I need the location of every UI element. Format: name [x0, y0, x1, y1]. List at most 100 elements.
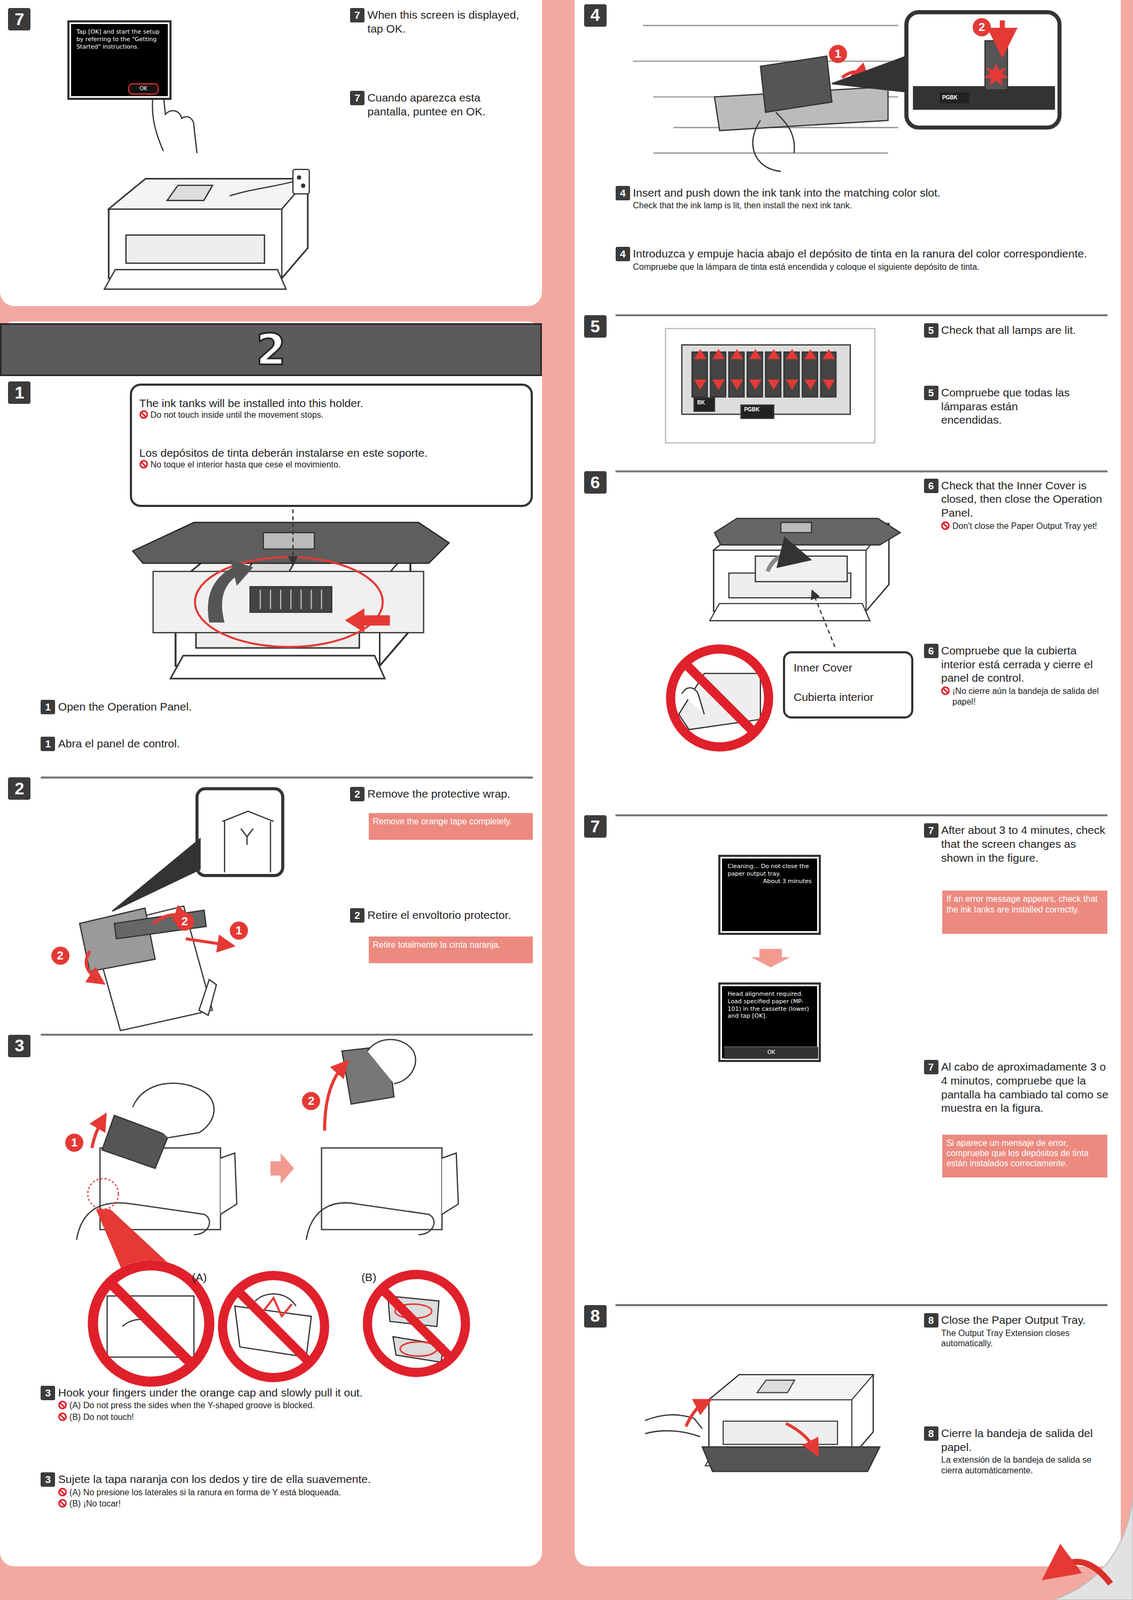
- label-text: 2: [181, 914, 188, 929]
- badge-node: 5: [584, 315, 607, 338]
- label-text: 1: [45, 701, 52, 713]
- node-text: The ink tanks will be installed into thi…: [139, 396, 524, 410]
- label-text: 3: [45, 1387, 52, 1400]
- badge-node: 1: [8, 381, 31, 405]
- label-text: Check that the ink lamp is lit, then ins…: [632, 200, 852, 211]
- prohibition-icon: [58, 1499, 67, 1509]
- step-number: 4: [615, 185, 631, 201]
- illustration-part: [615, 814, 1108, 817]
- label-text: 4: [619, 187, 626, 199]
- prohibition-icon: [941, 521, 950, 531]
- prohibition-icon: [139, 410, 149, 419]
- illustration-part: [324, 1066, 343, 1131]
- page-curl: [1053, 1500, 1133, 1600]
- illustration-part: [615, 314, 1108, 317]
- instruction-text: Open the Operation Panel.: [58, 700, 365, 715]
- callout-node: The ink tanks will be installed into thi…: [129, 383, 533, 508]
- node-text: 7: [590, 817, 601, 837]
- label-text: Abra el panel de control.: [58, 737, 181, 750]
- illustration-part: [983, 63, 1009, 86]
- note-text: (B) Do not touch!: [58, 1412, 529, 1424]
- step-number: 7: [350, 8, 365, 23]
- label-text: Cuando aparezca esta pantalla, puntee en…: [367, 91, 486, 118]
- label-text: 3: [45, 1474, 52, 1486]
- label-text: Close the Paper Output Tray.: [941, 1314, 1086, 1327]
- step-number: 2: [350, 908, 365, 923]
- node-text: 5: [590, 316, 601, 337]
- node-text: Remove the orange tape completely.: [373, 816, 530, 827]
- okbtn-node: OK: [128, 83, 159, 95]
- node-text: If an error message appears, check that …: [946, 894, 1104, 915]
- step3-cap-art: [76, 1040, 459, 1272]
- label-text: 6: [928, 645, 935, 657]
- prohibition-icon: [58, 1413, 67, 1422]
- illustration-part: [40, 1034, 533, 1037]
- node-text: 7: [14, 9, 25, 30]
- okbar-node: OK: [724, 1046, 819, 1060]
- step-number: 8: [924, 1426, 939, 1442]
- panels: [0, 0, 1121, 1567]
- node-text: Los depósitos de tinta deberán instalars…: [139, 446, 524, 460]
- node-text: Tap [OK] and start the setup by referrin…: [76, 28, 163, 51]
- label-text: 2: [354, 910, 361, 922]
- illustration-part: [217, 1270, 330, 1384]
- note-text: Compruebe que la lámpara de tinta está e…: [632, 261, 1113, 273]
- illustration-part: [615, 1304, 1108, 1307]
- illustration-part: [104, 179, 308, 290]
- step-number: 2: [350, 787, 365, 802]
- illustration-part: [110, 1283, 192, 1365]
- label-text: PGBK: [743, 406, 760, 413]
- illustration-part: [292, 169, 310, 194]
- instruction-text: Al cabo de aproximadamente 3 o 4 minutos…: [941, 1060, 1110, 1115]
- illustration-part: [753, 112, 795, 172]
- instruction-text: (A): [191, 1270, 233, 1285]
- label-text: Compruebe que todas las lámparas están e…: [941, 386, 1070, 426]
- pink-node: Retire totalmente la cinta naranja.: [368, 936, 534, 964]
- instruction-text: Introduzca y empuje hacia abajo el depós…: [632, 246, 1113, 261]
- badge-node: 6: [584, 471, 607, 494]
- illustration-part: [786, 1424, 815, 1450]
- instruction-text: Close the Paper Output Tray.: [941, 1313, 1110, 1328]
- instruction-text: Insert and push down the ink tank into t…: [632, 185, 1113, 200]
- label-text: When this screen is displayed, tap OK.: [367, 8, 520, 35]
- label-text: (A) Do not press the sides when the Y-sh…: [69, 1400, 315, 1412]
- callout-number: 1: [65, 1134, 84, 1153]
- label-text: 6: [928, 480, 935, 492]
- badge-node: 7: [8, 8, 31, 31]
- label-text: (A) No presione los laterales si la ranu…: [69, 1487, 341, 1499]
- label-text: 5: [928, 387, 935, 399]
- step4-insert-art: [632, 12, 1060, 172]
- label-text: (B) Do not touch!: [69, 1412, 135, 1424]
- instruction-text: After about 3 to 4 minutes, check that t…: [941, 823, 1110, 865]
- illustration-part: [741, 405, 774, 419]
- screen-node: Head alignment required. Load specified …: [720, 984, 819, 1061]
- node-text: Do not touch inside until the movement s…: [150, 409, 324, 421]
- illustration-part: [207, 559, 254, 623]
- instruction-text: (B): [361, 1270, 402, 1285]
- down-arrow: [751, 949, 791, 968]
- illustration-part: [913, 86, 1055, 110]
- label-text: Cierre la bandeja de salida del papel.: [941, 1427, 1093, 1454]
- prohibition-icon: [941, 686, 950, 696]
- node-text: Si aparece un mensaje de error, comprueb…: [946, 1138, 1104, 1170]
- illustration-part: [694, 379, 836, 391]
- label-text: The Output Tray Extension closes automat…: [941, 1329, 1070, 1349]
- node-text: Cubierta interior: [793, 690, 903, 704]
- illustration-part: [229, 181, 293, 197]
- pink-node: If an error message appears, check that …: [942, 890, 1108, 934]
- illustration-part: [574, 0, 1121, 1567]
- instruction-text: Check that the Inner Cover is closed, th…: [941, 478, 1110, 521]
- illustration-part: [345, 608, 391, 633]
- callout-number: 1: [229, 921, 248, 941]
- instruction-text: Check that all lamps are lit.: [941, 323, 1110, 338]
- step1-printer-art: [132, 509, 449, 679]
- label-text: (B) ¡No tocar!: [69, 1499, 121, 1510]
- node-text: Head alignment required. Load specified …: [727, 990, 812, 1021]
- illustration-part: [87, 1178, 119, 1210]
- instruction-text: Abra el panel de control.: [58, 736, 365, 751]
- label-text: 1: [235, 924, 243, 938]
- label-text: 1: [834, 47, 842, 61]
- prohibition-icon: [58, 1401, 67, 1410]
- illustration-part: [306, 1203, 434, 1241]
- node-text: About 3 minutes: [727, 878, 812, 886]
